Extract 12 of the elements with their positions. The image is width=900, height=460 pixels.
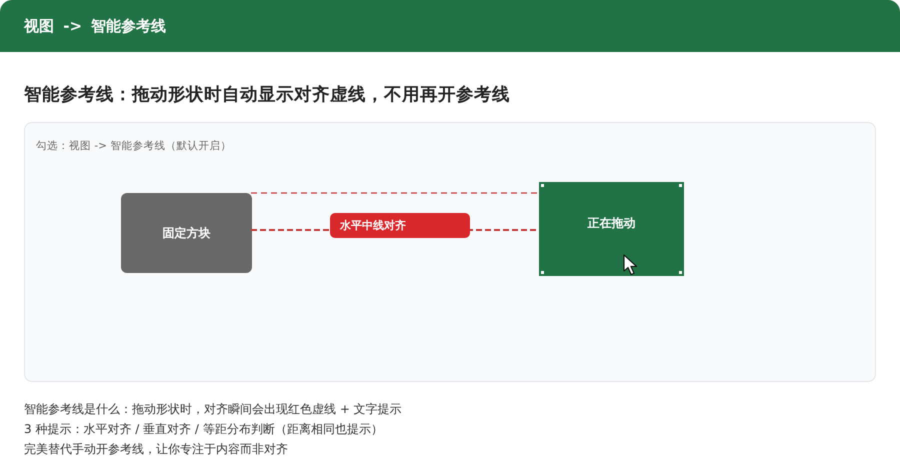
note-text: 智能参考线是什么：拖动形状时，对齐瞬间会出现红色虚线 + 文字提示 bbox=[24, 401, 402, 417]
fixed-shape: 固定方块 bbox=[121, 193, 252, 273]
edge-label: 水平中线对齐 bbox=[330, 213, 470, 238]
page-title: 智能参考线：拖动形状时自动显示对齐虚线，不用再开参考线 bbox=[24, 84, 510, 107]
panel-caption: 勾选：视图 -> 智能参考线（默认开启） bbox=[36, 139, 232, 153]
dragged-shape bbox=[539, 182, 684, 276]
guide-line bbox=[251, 192, 538, 194]
note-text: 3 种提示：水平对齐 / 垂直对齐 / 等距分布判断（距离相同也提示） bbox=[24, 421, 383, 437]
canvas-panel bbox=[24, 122, 876, 382]
note-text: 完美替代手动开参考线，让你专注于内容而非对齐 bbox=[24, 441, 288, 457]
header-bar: 视图 -> 智能参考线 bbox=[0, 0, 900, 52]
shape-label: 正在拖动 bbox=[586, 215, 636, 231]
